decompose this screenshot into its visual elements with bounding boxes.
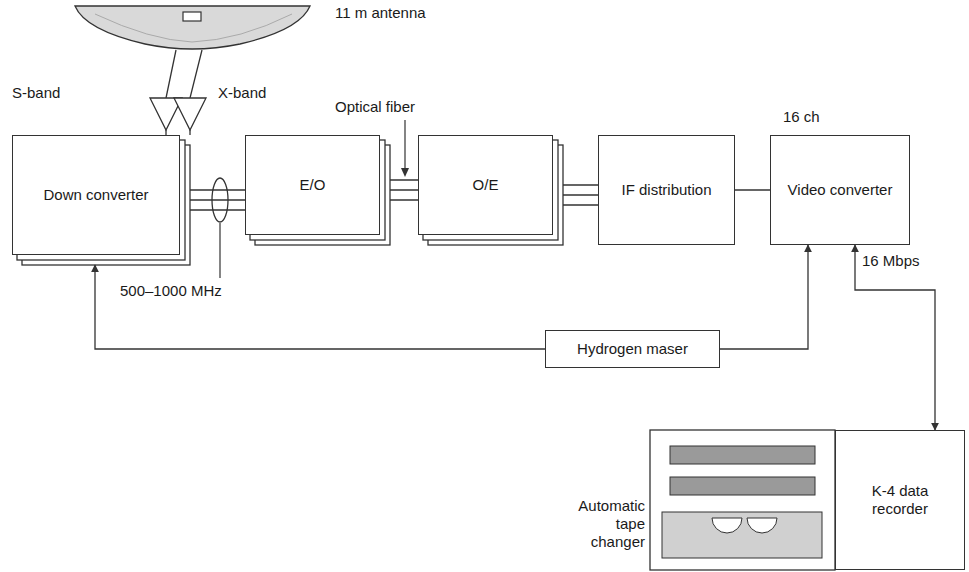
channel-label: 16 ch <box>783 108 820 126</box>
connector <box>563 185 598 205</box>
leader-arrow <box>404 120 405 172</box>
tape-changer-housing <box>650 430 835 570</box>
process-box: Down converter <box>12 135 180 255</box>
process-box: Hydrogen maser <box>545 330 720 368</box>
antenna-feed <box>183 12 201 21</box>
connector <box>720 245 808 349</box>
feed-line <box>189 130 190 135</box>
tape-reel <box>747 518 777 533</box>
process-box: E/O <box>245 135 380 235</box>
node-text: O/E <box>469 174 503 196</box>
tape-reel <box>712 518 742 533</box>
antenna-label: 11 m antenna <box>335 4 426 22</box>
tape-slot <box>670 477 815 495</box>
node-text: E/O <box>296 174 330 196</box>
amplifier-symbol <box>174 98 206 130</box>
leader-line <box>219 223 220 278</box>
node-text: Hydrogen maser <box>573 338 692 360</box>
callout-label: Automatic tape changer <box>560 497 645 551</box>
process-box: Video converter <box>770 135 910 245</box>
node-text: Video converter <box>784 179 897 201</box>
process-box: IF distribution <box>598 135 735 245</box>
signal-label: S-band <box>12 84 60 102</box>
node-text: Down converter <box>39 184 152 206</box>
signal-label: X-band <box>218 84 266 102</box>
connector <box>390 180 418 200</box>
callout-label: Optical fiber <box>335 98 415 116</box>
arrowhead <box>401 168 409 177</box>
connector <box>95 265 545 349</box>
recorder-box: K-4 data recorder <box>835 430 965 570</box>
feed-line <box>190 50 202 98</box>
feed-line <box>166 50 176 98</box>
node-text: K-4 data recorder <box>851 480 949 520</box>
connector <box>735 189 770 190</box>
edge-label: 16 Mbps <box>862 252 920 270</box>
connector <box>855 245 935 430</box>
tape-slot <box>670 446 815 464</box>
antenna-dish <box>75 6 310 49</box>
tape-drive <box>662 512 822 558</box>
node-text: IF distribution <box>617 179 715 201</box>
process-box: O/E <box>418 135 553 235</box>
connector <box>190 190 245 210</box>
frequency-label: 500–1000 MHz <box>120 282 222 300</box>
